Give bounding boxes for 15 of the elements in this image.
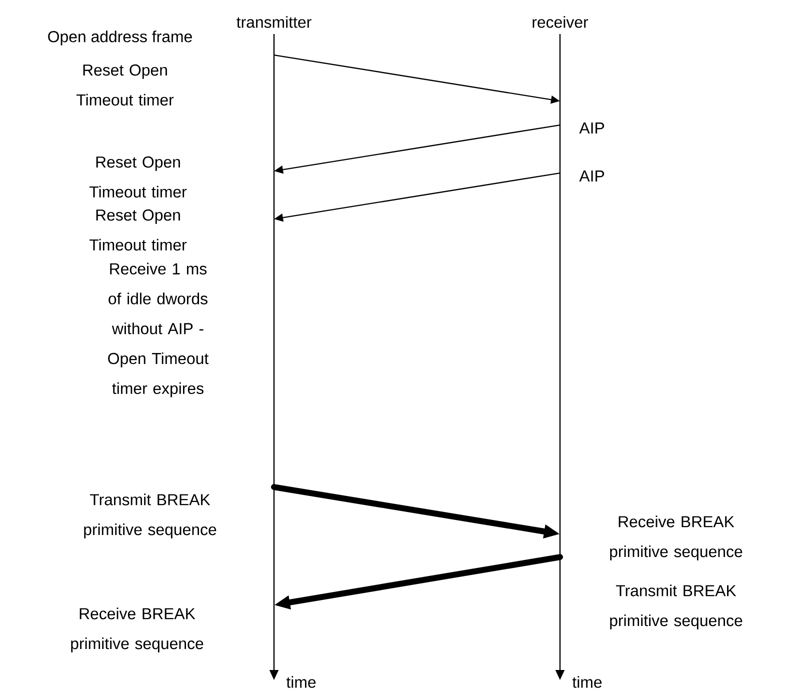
node-label: transmitter — [236, 16, 312, 28]
annotation-text: Transmit BREAK primitive sequence — [84, 494, 216, 538]
annotation-text: time — [286, 676, 316, 688]
annotation-text: Receive BREAK primitive sequence — [71, 608, 204, 652]
annotation-text: Open address frame — [48, 30, 192, 46]
annotation-text: Receive 1 ms of idle dwords without AIP - Open Timeout timer expires — [108, 262, 209, 398]
annotation-text: Reset Open Timeout timer — [90, 156, 187, 198]
node-label: receiver — [532, 16, 588, 28]
edge-label: AIP — [579, 170, 604, 182]
annotation-text: time — [572, 676, 602, 688]
annotation-text: Reset Open Timeout timer — [90, 209, 187, 251]
annotation-text: Receive BREAK primitive sequence — [610, 516, 742, 560]
edge-label: AIP — [579, 122, 604, 134]
annotation-text: Reset Open Timeout timer — [76, 64, 174, 106]
annotation-text: Transmit BREAK primitive sequence — [610, 584, 742, 630]
